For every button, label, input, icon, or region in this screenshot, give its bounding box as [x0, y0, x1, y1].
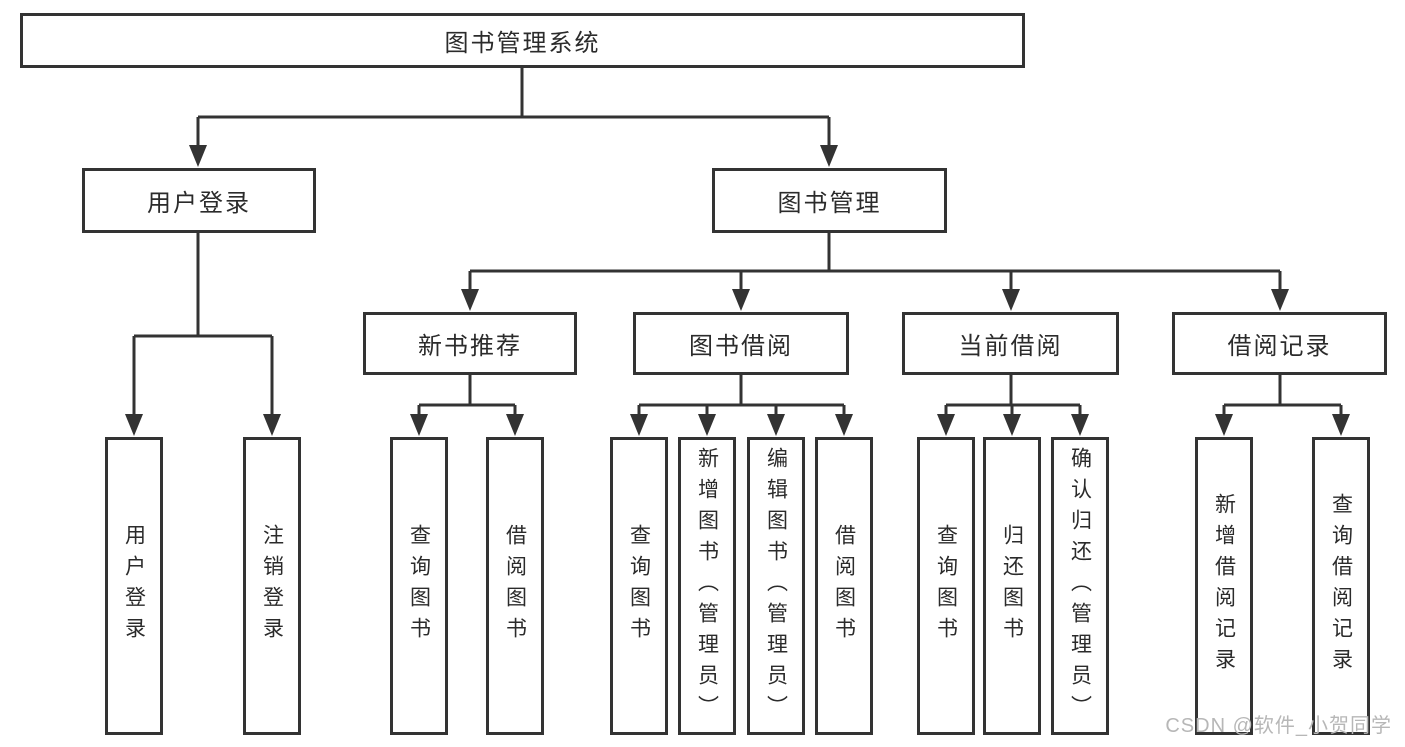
leaf-add-borrow-record: 新增借阅记录 — [1195, 437, 1253, 735]
node-label: 新书推荐 — [418, 333, 522, 360]
leaf-edit-books-admin: 编辑图书（管理员） — [747, 437, 805, 735]
leaf-query-borrow-record: 查询借阅记录 — [1312, 437, 1370, 735]
node-current-borrowing: 当前借阅 — [902, 312, 1119, 375]
leaf-borrow-books-borrowing: 借阅图书 — [815, 437, 873, 735]
leaf-logout-action: 注销登录 — [243, 437, 301, 735]
connector-paths — [132, 68, 1343, 416]
node-label: 用户登录 — [147, 190, 251, 217]
node-label: 借阅记录 — [1227, 333, 1332, 360]
node-user-login: 用户登录 — [82, 168, 316, 233]
node-label: 当前借阅 — [958, 333, 1063, 360]
leaf-label: 编辑图书（管理员） — [764, 446, 788, 726]
leaf-label: 借阅图书 — [832, 524, 856, 648]
leaf-return-books: 归还图书 — [983, 437, 1041, 735]
node-book-borrowing: 图书借阅 — [633, 312, 849, 375]
leaf-label: 确认归还（管理员） — [1068, 446, 1092, 726]
leaf-label: 用户登录 — [122, 524, 146, 648]
leaf-borrow-books-recommend: 借阅图书 — [486, 437, 544, 735]
node-new-book-recommendation: 新书推荐 — [363, 312, 577, 375]
leaf-add-books-admin: 新增图书（管理员） — [678, 437, 736, 735]
leaf-label: 查询图书 — [407, 524, 431, 648]
leaf-label: 借阅图书 — [503, 524, 527, 648]
node-borrowing-records: 借阅记录 — [1172, 312, 1387, 375]
csdn-watermark: CSDN @软件_小贺同学 — [1165, 715, 1392, 737]
node-label: 图书借阅 — [689, 333, 793, 360]
node-library-management-system: 图书管理系统 — [20, 13, 1025, 68]
leaf-label: 查询图书 — [627, 524, 651, 648]
node-label: 图书管理 — [777, 190, 882, 217]
arrowheads — [125, 145, 1350, 436]
leaf-label: 注销登录 — [260, 524, 284, 648]
leaf-confirm-return-admin: 确认归还（管理员） — [1051, 437, 1109, 735]
leaf-label: 查询图书 — [934, 524, 958, 648]
leaf-query-books-recommend: 查询图书 — [390, 437, 448, 735]
leaf-query-books-borrowing: 查询图书 — [610, 437, 668, 735]
node-book-management: 图书管理 — [712, 168, 947, 233]
leaf-label: 归还图书 — [1000, 524, 1024, 648]
leaf-label: 查询借阅记录 — [1329, 493, 1353, 679]
node-label: 图书管理系统 — [444, 30, 601, 57]
leaf-query-books-current: 查询图书 — [917, 437, 975, 735]
leaf-label: 新增图书（管理员） — [695, 446, 719, 726]
leaf-label: 新增借阅记录 — [1212, 493, 1236, 679]
leaf-user-login-action: 用户登录 — [105, 437, 163, 735]
